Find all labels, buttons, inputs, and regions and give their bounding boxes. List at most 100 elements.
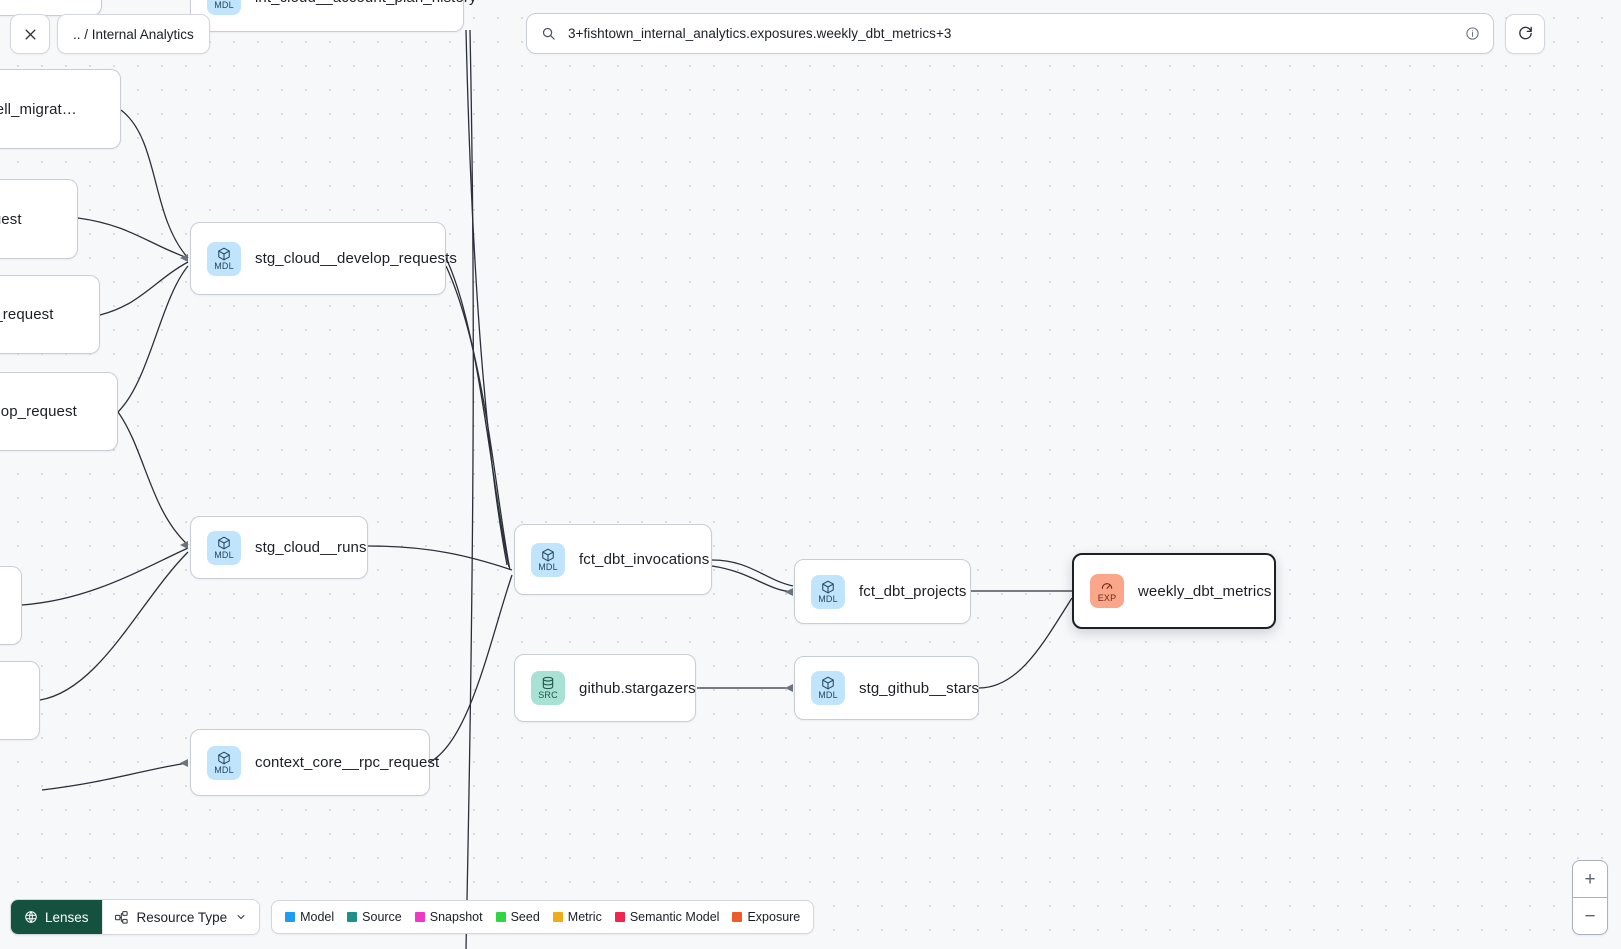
- node-label: stg_cloud__runs: [255, 539, 367, 556]
- legend-item-seed: Seed: [495, 910, 540, 924]
- zoom-in-button[interactable]: +: [1573, 861, 1607, 898]
- src-badge: SRC: [531, 671, 565, 705]
- mdl-badge: MDL: [207, 530, 241, 565]
- zoom-in-label: +: [1584, 868, 1596, 890]
- node-develop-request-3[interactable]: _develop_request: [0, 372, 118, 451]
- node-fct-dbt-projects[interactable]: MDL fct_dbt_projects: [794, 559, 971, 624]
- resource-type-legend: Model Source Snapshot Seed Metric Semant…: [271, 900, 815, 934]
- mdl-badge: MDL: [811, 671, 845, 705]
- node-multicell-migrate[interactable]: multicell_migrat…: [0, 69, 121, 149]
- mdl-badge: MDL: [531, 542, 565, 577]
- lens-icon: [25, 911, 37, 923]
- node-label: multicell_migrat…: [0, 100, 77, 118]
- cube-icon: [822, 580, 834, 593]
- lenses-label: Lenses: [45, 909, 89, 925]
- node-weekly-dbt-metrics[interactable]: EXP weekly_dbt_metrics: [1072, 553, 1276, 629]
- zoom-out-button[interactable]: −: [1573, 898, 1607, 934]
- lenses-button[interactable]: Lenses: [11, 900, 102, 934]
- node-label: int_cloud__account_plan_history: [255, 0, 477, 6]
- legend-label: Model: [300, 910, 335, 924]
- lens-group: Lenses Resource Type: [10, 899, 261, 935]
- node-stg-cloud-develop-requests[interactable]: MDL stg_cloud__develop_requests: [190, 222, 457, 295]
- resource-type-label: Resource Type: [136, 909, 228, 925]
- badge-text: SRC: [538, 690, 558, 700]
- cube-icon: [218, 751, 230, 764]
- cube-icon: [218, 536, 230, 549]
- badge-text: MDL: [214, 549, 234, 560]
- node-stg-cloud-runs[interactable]: MDL stg_cloud__runs: [190, 516, 368, 579]
- legend-swatch: [347, 912, 358, 922]
- refresh-button[interactable]: [1505, 13, 1545, 54]
- badge-text: MDL: [818, 593, 838, 604]
- legend-label: Source: [362, 910, 402, 924]
- nodes-icon: [114, 910, 128, 924]
- node-develop-request-1[interactable]: p_request: [0, 179, 78, 259]
- breadcrumb-label: .. / Internal Analytics: [73, 26, 194, 42]
- legend-swatch: [495, 912, 506, 922]
- legend-swatch: [614, 912, 625, 922]
- legend-label: Semantic Model: [629, 910, 720, 924]
- gauge-icon: [1101, 583, 1113, 589]
- zoom-out-label: −: [1584, 905, 1596, 927]
- node-label: stg_cloud__develop_requests: [255, 250, 458, 267]
- node-label: github.stargazers: [579, 679, 696, 697]
- close-icon: [25, 29, 35, 39]
- node-label: velop_request: [0, 306, 54, 323]
- mdl-badge: MDL: [811, 574, 845, 609]
- legend-item-source: Source: [347, 910, 402, 924]
- close-button[interactable]: [10, 14, 50, 54]
- search-icon: [542, 27, 555, 40]
- exp-badge: EXP: [1090, 574, 1124, 608]
- cube-icon: [218, 247, 230, 260]
- node-label: fct_dbt_projects: [859, 583, 967, 600]
- search-box[interactable]: [526, 13, 1494, 54]
- badge-text: MDL: [214, 0, 234, 10]
- node-int-cloud-account-plan-history[interactable]: MDL int_cloud__account_plan_history: [190, 0, 476, 32]
- search-input[interactable]: [566, 25, 1465, 42]
- legend-label: Metric: [567, 910, 602, 924]
- node-partial-run-a[interactable]: n: [0, 566, 22, 645]
- node-label: p_request: [0, 210, 22, 228]
- node-label: fct_dbt_invocations: [579, 551, 710, 568]
- resource-type-filter[interactable]: Resource Type: [101, 900, 260, 934]
- node-github-stargazers[interactable]: SRC github.stargazers: [514, 654, 696, 722]
- legend-item-snapshot: Snapshot: [414, 910, 483, 924]
- badge-text: MDL: [214, 260, 234, 271]
- cube-icon: [822, 676, 834, 690]
- node-label: _develop_request: [0, 403, 77, 420]
- legend-swatch: [732, 912, 743, 922]
- node-partial-run-b[interactable]: _run: [0, 661, 40, 740]
- badge-text: EXP: [1097, 593, 1117, 603]
- node-context-core-rpc-request[interactable]: MDL context_core__rpc_request: [190, 729, 439, 796]
- legend-swatch: [285, 912, 296, 922]
- node-stg-github-stars[interactable]: MDL stg_github__stars: [794, 656, 979, 720]
- bottom-toolbar: Lenses Resource Type Model: [10, 899, 815, 935]
- database-icon: [542, 676, 554, 690]
- zoom-controls: + −: [1572, 860, 1608, 935]
- search-area: [526, 13, 1545, 54]
- top-left-controls: .. / Internal Analytics: [10, 14, 210, 54]
- badge-text: MDL: [214, 764, 234, 775]
- legend-swatch: [414, 912, 425, 922]
- badge-text: MDL: [818, 690, 838, 700]
- node-fct-dbt-invocations[interactable]: MDL fct_dbt_invocations: [514, 524, 712, 595]
- node-label: weekly_dbt_metrics: [1138, 582, 1272, 600]
- info-icon[interactable]: [1465, 26, 1480, 41]
- mdl-badge: MDL: [207, 0, 241, 15]
- node-develop-request-2[interactable]: velop_request: [0, 275, 100, 354]
- node-label: context_core__rpc_request: [255, 754, 440, 771]
- node-label: stg_github__stars: [859, 679, 980, 697]
- cube-icon: [542, 548, 554, 561]
- legend-swatch: [552, 912, 563, 922]
- node-snapshot-daily[interactable]: snapshot_daily: [0, 0, 102, 16]
- mdl-badge: MDL: [207, 745, 241, 780]
- legend-item-exposure: Exposure: [732, 910, 800, 924]
- chevron-down-icon: [237, 915, 245, 919]
- legend-item-model: Model: [285, 910, 334, 924]
- badge-text: MDL: [538, 561, 558, 572]
- legend-item-metric: Metric: [552, 910, 602, 924]
- legend-label: Seed: [510, 910, 540, 924]
- breadcrumb[interactable]: .. / Internal Analytics: [57, 14, 210, 54]
